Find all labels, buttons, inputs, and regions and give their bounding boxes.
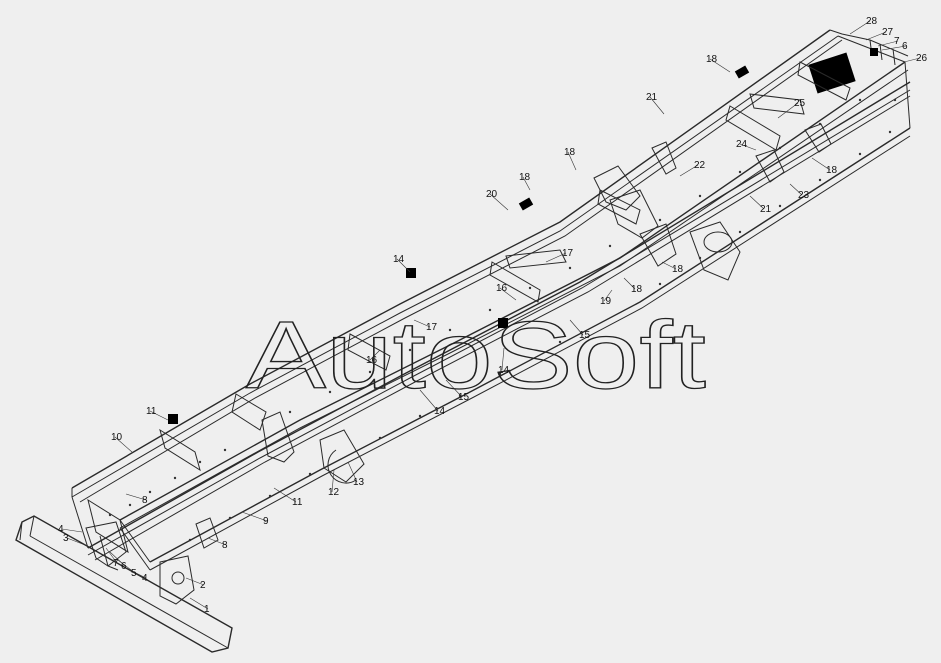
- callout-leader-line: [739, 143, 757, 151]
- callout-leader-line: [567, 151, 577, 171]
- callout-label: 20: [486, 189, 498, 200]
- callout-leader-line: [789, 183, 803, 196]
- callout-leader-line: [347, 461, 358, 483]
- callout-label: 18: [631, 284, 643, 295]
- rivet-holes: [108, 98, 897, 542]
- left-side-member: [71, 29, 911, 561]
- callout-label: 18: [706, 54, 718, 65]
- callout-label: 4: [58, 524, 64, 535]
- callout-label: 17: [562, 248, 574, 259]
- callout-label: 28: [866, 16, 878, 27]
- callout-leader-line: [66, 537, 86, 546]
- callout-label: 15: [458, 392, 470, 403]
- callout-label: 1: [204, 604, 210, 615]
- callout-label: 5: [131, 568, 137, 579]
- callout-label: 16: [366, 355, 378, 366]
- callout-leader-line: [114, 436, 133, 453]
- callout-label: 2: [200, 580, 206, 591]
- callout-leader-line: [881, 45, 907, 51]
- callout-leader-line: [709, 58, 731, 73]
- callout-leader-line: [501, 347, 505, 371]
- callout-label: 9: [263, 516, 269, 527]
- callout-label: 6: [902, 41, 908, 52]
- front-bumper: [15, 515, 233, 653]
- callout-label: 18: [519, 172, 531, 183]
- callout-leader-line: [661, 261, 677, 270]
- callout-leader-line: [189, 597, 209, 610]
- callout-leader-line: [273, 487, 297, 503]
- callout-label: 7: [894, 36, 900, 47]
- callout-label: 3: [63, 533, 69, 544]
- callout-label: 26: [916, 53, 928, 64]
- callout-leader-line: [445, 379, 463, 398]
- cross-members: [87, 61, 851, 554]
- callout-leader-line: [649, 96, 665, 115]
- callout-label: 25: [794, 98, 806, 109]
- callout-label: 19: [600, 296, 612, 307]
- callout-leader-line: [603, 289, 613, 302]
- callout-leader-line: [811, 157, 831, 171]
- top-flange-tabs: [168, 48, 878, 424]
- callout-leader-line: [545, 252, 567, 263]
- callout-label: 18: [826, 165, 838, 176]
- watermark-text: AutoSoft: [246, 302, 706, 409]
- callout-leader-line: [489, 193, 509, 211]
- callout-label: 14: [434, 406, 446, 417]
- callout-leader-line: [109, 551, 126, 567]
- callout-leader-line: [777, 102, 799, 119]
- callout-label: 27: [882, 27, 894, 38]
- callout-leader-line: [125, 493, 147, 501]
- callout-leader-line: [903, 57, 921, 63]
- callout-labels: 1234456677889101111121314141415151616171…: [58, 16, 928, 615]
- callout-leader-line: [241, 511, 268, 522]
- callout-leader-line: [849, 20, 871, 35]
- callout-leader-line: [369, 349, 381, 361]
- callout-label: 7: [113, 558, 119, 569]
- callout-leader-line: [877, 40, 899, 47]
- callout-label: 24: [736, 139, 748, 150]
- spring-brackets: [261, 123, 832, 484]
- callout-label: 17: [426, 322, 438, 333]
- callout-label: 4: [142, 573, 148, 584]
- callout-leader-line: [331, 469, 335, 493]
- callout-leader-line: [679, 164, 699, 177]
- callout-label: 14: [498, 365, 510, 376]
- callout-label: 12: [328, 487, 340, 498]
- callout-label: 21: [646, 92, 658, 103]
- callout-leader-line: [749, 195, 765, 210]
- callout-label: 14: [393, 254, 405, 265]
- callout-label: 6: [121, 561, 127, 572]
- callout-label: 21: [760, 204, 772, 215]
- callout-label: 23: [798, 190, 810, 201]
- callout-leader-line: [61, 528, 83, 533]
- callout-label: 15: [579, 330, 591, 341]
- callout-label: 18: [672, 264, 684, 275]
- callout-leader-line: [149, 410, 169, 421]
- callout-label: 18: [564, 147, 576, 158]
- callout-leader-line: [865, 31, 887, 41]
- callout-leader-line: [569, 319, 584, 336]
- callout-label: 8: [142, 495, 148, 506]
- callout-label: 16: [496, 283, 508, 294]
- callout-label: 11: [292, 497, 303, 508]
- callout-leader-line: [207, 537, 227, 546]
- callout-leader-line: [499, 287, 517, 301]
- callout-label: 8: [222, 540, 228, 551]
- chassis-frame: [15, 29, 911, 653]
- callout-label: 13: [353, 477, 365, 488]
- callout-leader-line: [185, 577, 205, 586]
- right-side-member: [119, 61, 911, 571]
- callout-leader-lines: [61, 20, 921, 610]
- callout-label: 10: [111, 432, 123, 443]
- callout-leader-line: [413, 319, 431, 328]
- callout-label: 22: [694, 160, 706, 171]
- callout-leader-line: [623, 277, 636, 290]
- callout-leader-line: [105, 547, 118, 564]
- callout-leader-line: [419, 389, 439, 412]
- callout-label: 11: [146, 406, 157, 417]
- callout-leader-line: [396, 258, 411, 273]
- callout-leader-line: [522, 176, 531, 191]
